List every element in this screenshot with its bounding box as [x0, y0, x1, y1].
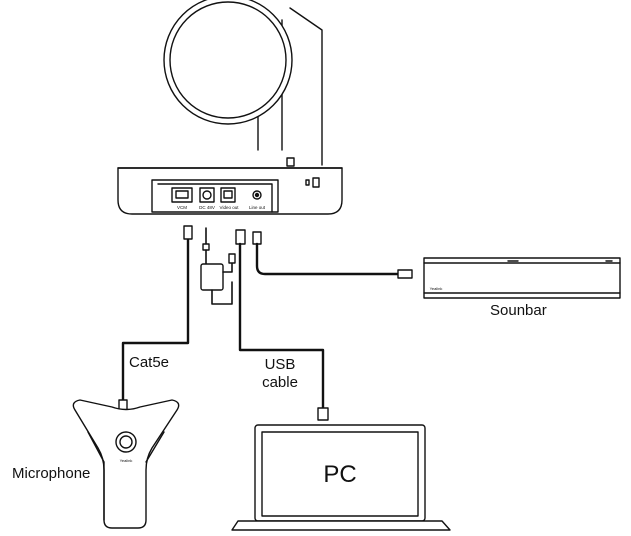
mute-button-icon [115, 431, 137, 453]
audio-plug-right-icon [397, 269, 413, 279]
port-label-line-out: Line out [249, 205, 266, 210]
vcm-port-icon [171, 187, 193, 203]
port-label-video-out: Video out [220, 205, 240, 210]
port-label-dc: DC 48V [199, 205, 215, 210]
usb-plug-top-icon [235, 229, 246, 245]
soundbar-logo: Yealink [430, 286, 443, 291]
power-adapter-icon [200, 263, 224, 291]
usb-cable-label: USB cable [255, 356, 305, 392]
usb-cable-label-line2: cable [262, 374, 298, 391]
usb-plug-bottom-icon [317, 407, 329, 421]
usb-cable-label-line1: USB [264, 356, 296, 373]
cat5e-label: Cat5e [129, 354, 170, 371]
laptop [231, 424, 451, 531]
video-out-port-icon [220, 187, 236, 203]
audio-plug-top-icon [252, 231, 262, 245]
microphone-logo: Yealink [120, 458, 133, 463]
port-label-vcm: VCM [177, 205, 187, 210]
pc-label: PC [323, 461, 356, 488]
microphone-pod [72, 399, 180, 529]
cables [118, 225, 413, 421]
soundbar [423, 257, 621, 299]
camera [117, 0, 343, 215]
cat5e-plug-top-icon [183, 225, 193, 240]
camera-lens [163, 0, 293, 125]
dc-port-icon [199, 187, 215, 203]
microphone-label: Microphone [12, 465, 91, 482]
line-out-port-icon [252, 190, 262, 200]
sounbar-label: Sounbar [490, 302, 547, 319]
